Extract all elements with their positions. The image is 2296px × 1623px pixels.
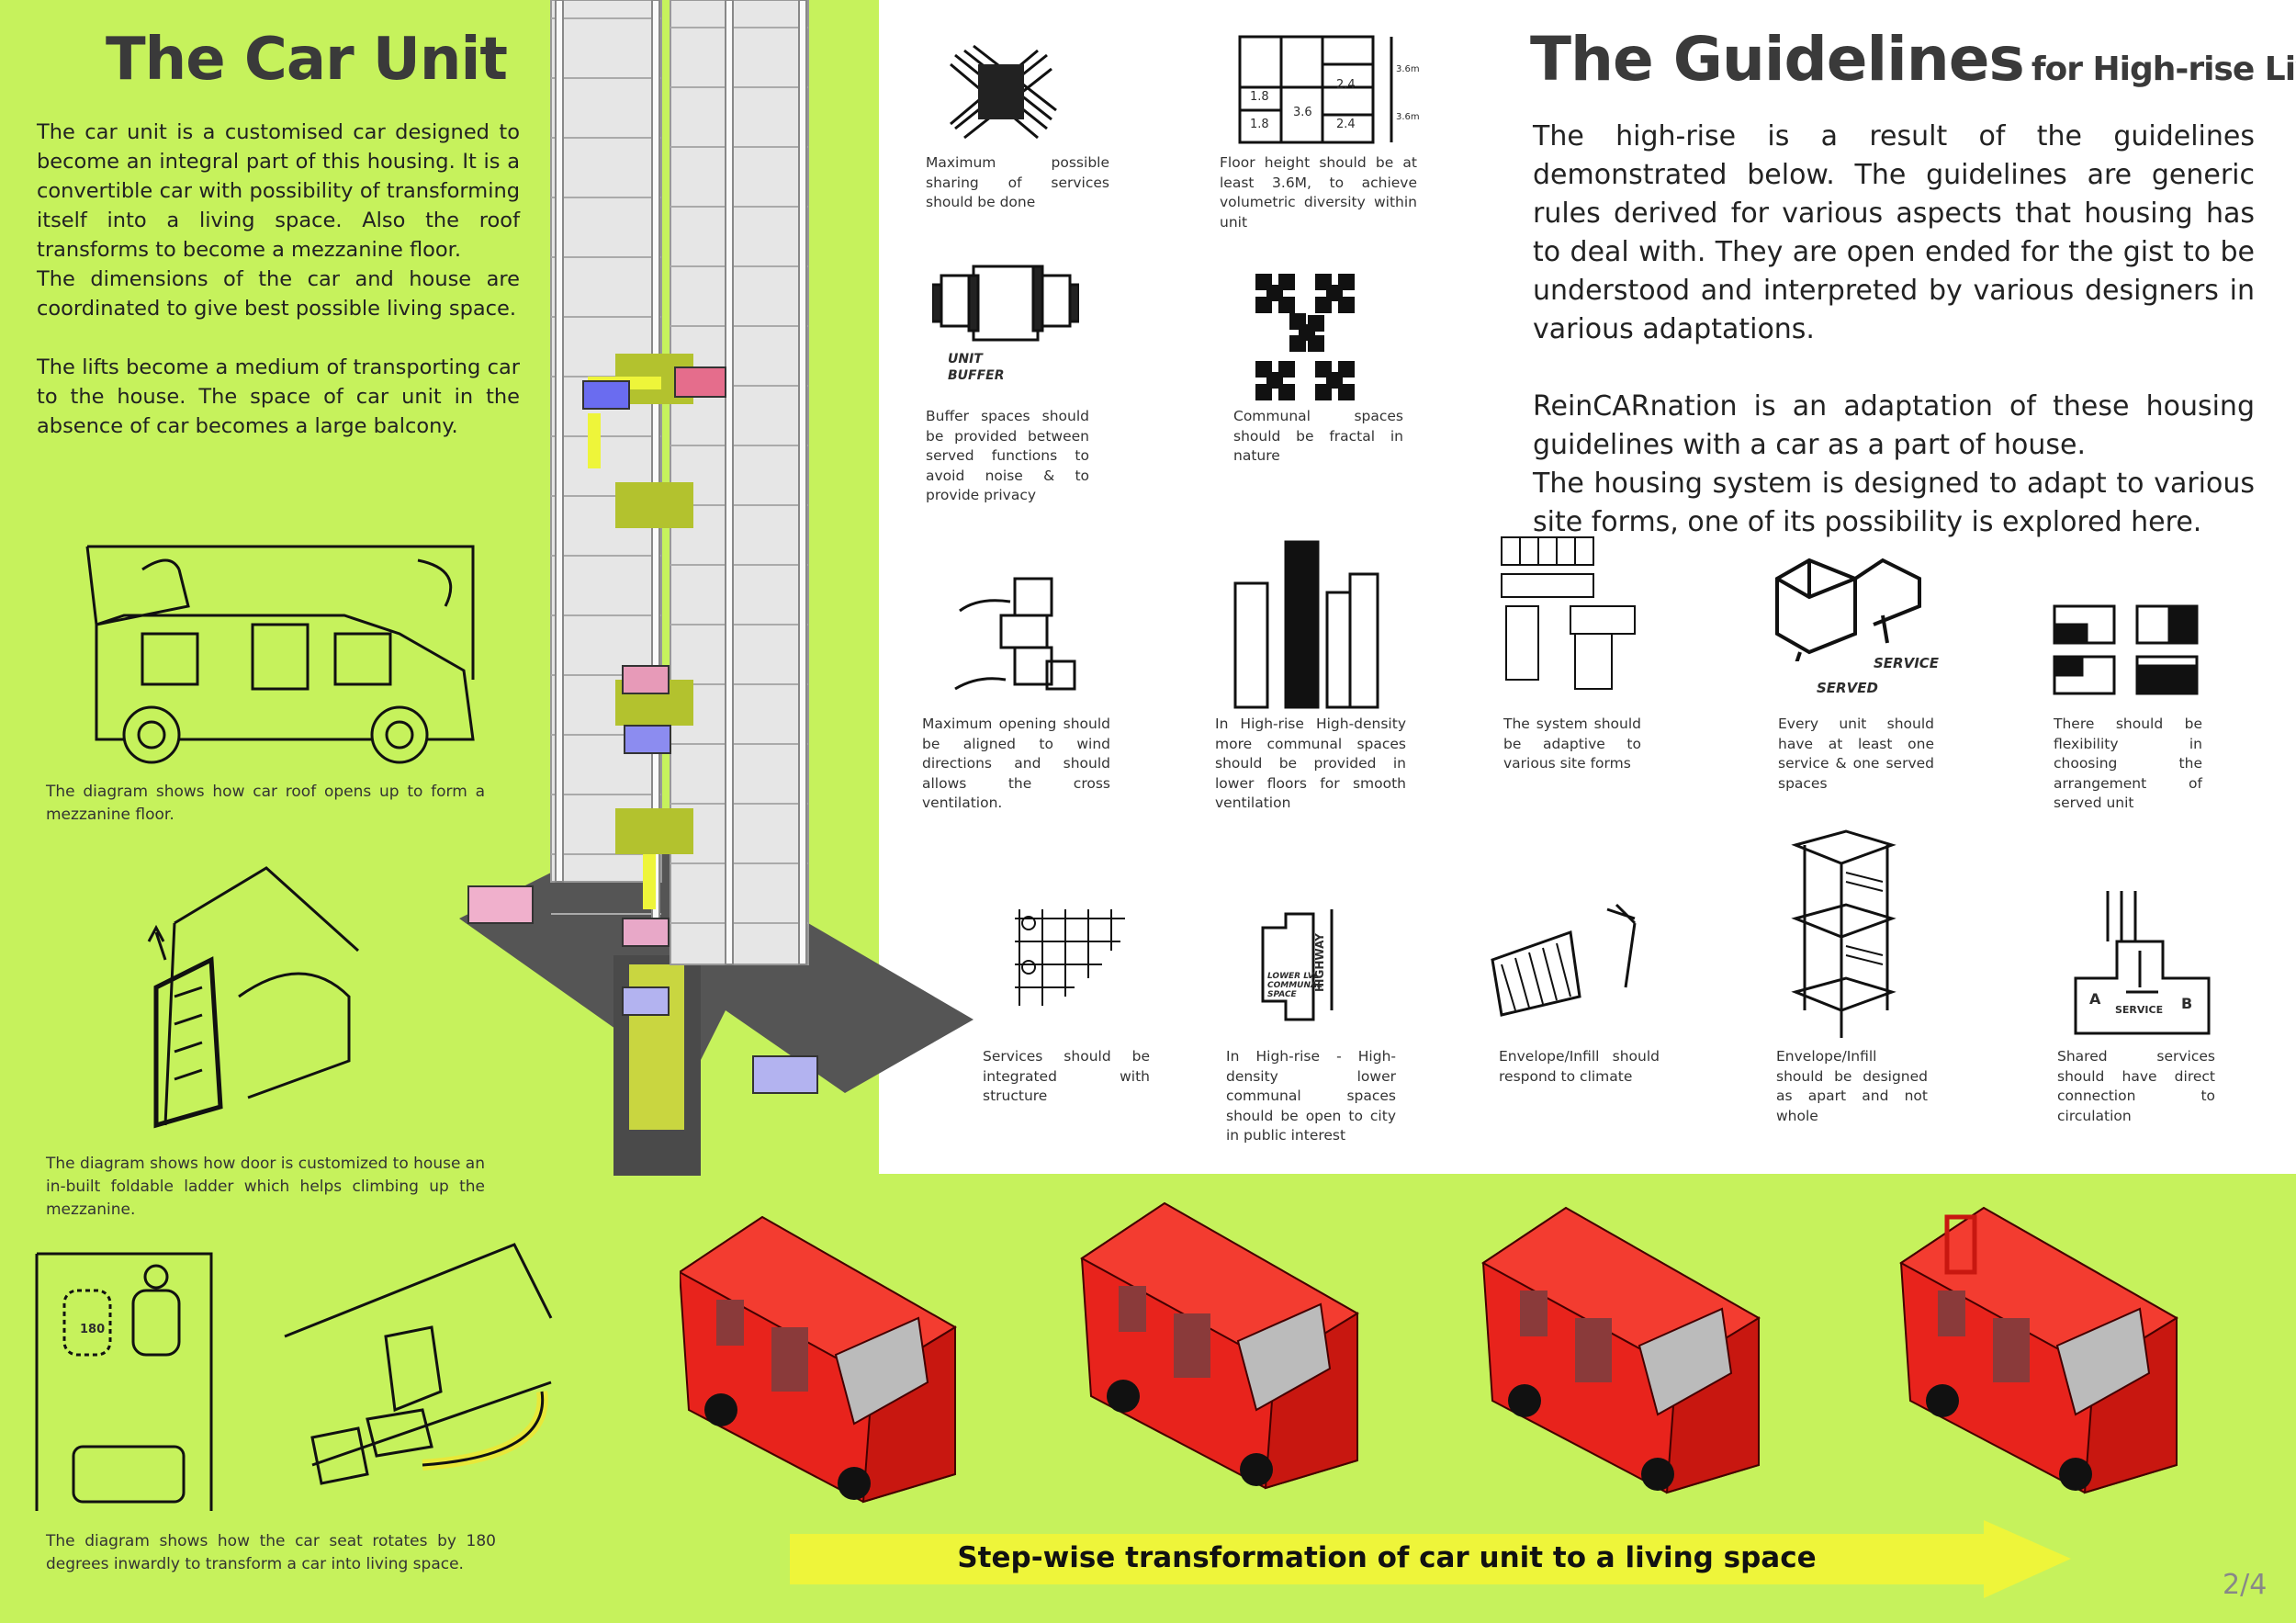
open-communal-sketch	[1258, 909, 1350, 1029]
cross-ventilation-sketch	[951, 574, 1088, 712]
guideline-caption: Shared services should have direct conne…	[2057, 1048, 2215, 1124]
guideline-caption: Every unit should have at least one serv…	[1778, 716, 1934, 792]
climate-envelope-sketch	[1488, 896, 1653, 1033]
transformation-arrow	[790, 1520, 2076, 1598]
rotation-label: 180	[80, 1323, 106, 1336]
guideline-caption: Envelope/Infill should be designed as ap…	[1776, 1048, 1928, 1124]
caption-door: The diagram shows how door is customized…	[46, 1155, 486, 1219]
guideline-caption: In High-rise High-density more communal …	[1215, 716, 1406, 811]
buffer-legend: UNIT BUFFER	[948, 351, 1005, 384]
floor-height-sketch	[1235, 32, 1419, 152]
guidelines-description: The high-rise is a result of the guideli…	[1533, 118, 2255, 542]
dimension-label: 3.6	[1293, 106, 1312, 119]
page-number: 2/4	[2223, 1569, 2268, 1601]
label-a: A	[2089, 990, 2101, 1008]
service-served-sketch	[1773, 551, 1929, 661]
floor-slab	[551, 77, 808, 88]
guidelines-panel	[879, 0, 2296, 1174]
car-unit-title: The Car Unit	[106, 26, 508, 94]
floor-slab	[551, 435, 808, 446]
paragraph: The high-rise is a result of the guideli…	[1533, 120, 2255, 345]
floor-slab	[551, 17, 808, 28]
floor-slab	[551, 197, 808, 208]
floor-slab	[551, 913, 808, 924]
flexible-arrangement-sketch	[2050, 602, 2206, 703]
dimension-label: 3.6m	[1396, 64, 1420, 74]
service-label: SERVICE	[2115, 1004, 2164, 1016]
paragraph: The lifts become a medium of transportin…	[37, 355, 520, 438]
guideline-caption: In High-rise - High-density lower commun…	[1226, 1048, 1396, 1144]
envelope-apart-sketch	[1791, 827, 1901, 1038]
legend-unit: UNIT	[948, 352, 983, 366]
dimension-label: 2.4	[1336, 118, 1356, 131]
fractal-communal-sketch	[1251, 269, 1361, 407]
dimension-label: 3.6m	[1396, 112, 1420, 122]
dimension-label: 1.8	[1250, 90, 1269, 104]
communal-lower-floors-sketch	[1231, 537, 1387, 712]
guideline-caption: Envelope/Infill should respond to climat…	[1499, 1048, 1660, 1085]
guideline-caption: The system should be adaptive to various…	[1503, 716, 1641, 772]
transformation-arrow-label: Step-wise transformation of car unit to …	[957, 1541, 1817, 1574]
communal-space-label: LOWER LVL COMMUNAL SPACE	[1267, 972, 1322, 999]
car-door-ladder-sketch	[138, 859, 377, 1134]
paragraph: ReinCARnation is an adaptation of these …	[1533, 390, 2255, 461]
floor-slab	[551, 137, 808, 148]
guidelines-title-main: The Guidelines	[1530, 24, 2025, 95]
guidelines-subtitle: for High-rise Living	[2031, 51, 2296, 88]
dimension-label: 2.4	[1336, 78, 1356, 92]
services-structure-sketch	[1010, 905, 1130, 1015]
paragraph: The car unit is a customised car designe…	[37, 120, 520, 262]
guideline-caption: There should be flexibility in choosing …	[2054, 716, 2202, 811]
label-b: B	[2181, 995, 2193, 1012]
floor-slab	[551, 316, 808, 327]
caption-seat: The diagram shows how the car seat rotat…	[46, 1532, 496, 1573]
adaptive-site-sketch	[1497, 533, 1644, 698]
paragraph: The housing system is designed to adapt …	[1533, 468, 2255, 538]
guideline-caption: Communal spaces should be fractal in nat…	[1233, 408, 1403, 464]
served-label: SERVED	[1817, 680, 1878, 696]
guideline-caption: Maximum opening should be aligned to win…	[922, 716, 1110, 811]
dimension-label: 1.8	[1250, 118, 1269, 131]
high-rise-tower-illustration	[459, 0, 974, 1176]
guideline-caption: Buffer spaces should be provided between…	[926, 408, 1089, 503]
guideline-caption: Floor height should be at least 3.6M, to…	[1220, 154, 1417, 231]
shared-services-sketch	[937, 37, 1065, 147]
shared-services-circulation-sketch	[2071, 886, 2218, 1043]
car-unit-description: The car unit is a customised car designe…	[37, 118, 520, 441]
car-transformation-sequence	[680, 1199, 2241, 1511]
buffer-spaces-sketch	[932, 262, 1079, 344]
service-label: SERVICE	[1874, 655, 1940, 671]
floor-slab	[551, 794, 808, 805]
highway-label: HIGHWAY	[1313, 933, 1326, 992]
legend-buffer: BUFFER	[948, 368, 1005, 383]
guideline-caption: Maximum possible sharing of services sho…	[926, 154, 1109, 210]
caption-roof: The diagram shows how car roof opens up …	[46, 783, 485, 824]
guideline-caption: Services should be integrated with struc…	[983, 1048, 1150, 1104]
car-seat-rotation-sketch	[276, 1235, 569, 1511]
floor-slab	[551, 256, 808, 267]
car-roof-sketch	[78, 533, 482, 772]
car-seat-plan-sketch	[28, 1235, 220, 1520]
paragraph: The dimensions of the car and house are …	[37, 267, 520, 321]
floor-slab	[551, 614, 808, 626]
floor-slab	[551, 555, 808, 566]
